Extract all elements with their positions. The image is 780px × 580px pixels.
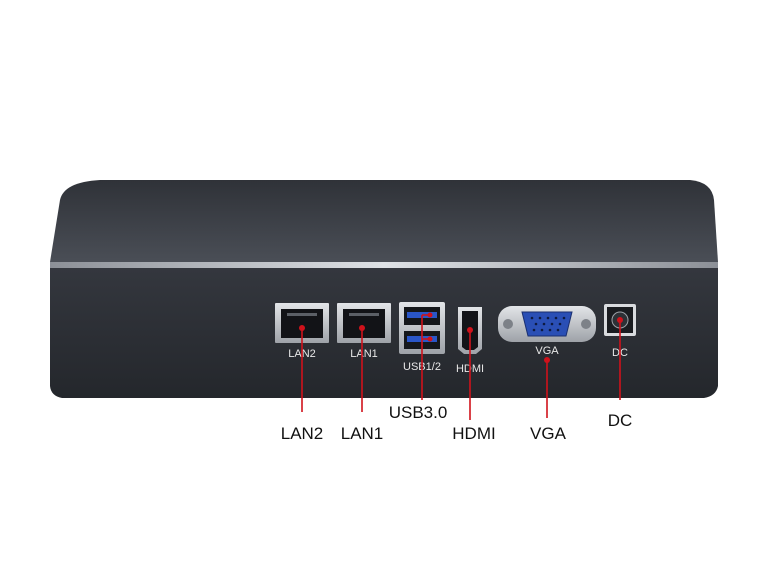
case-top [50, 180, 718, 262]
usb-callout: USB3.0 [389, 403, 448, 422]
lan1-leader [359, 325, 365, 412]
vga-port: VGA [498, 306, 596, 357]
lan2-leader [299, 325, 305, 412]
case-bezel [50, 262, 718, 268]
dc-callout: DC [608, 411, 633, 430]
hdmi-callout: HDMI [452, 424, 495, 443]
lan1-panel-label: LAN1 [350, 348, 378, 360]
vga-leader [544, 357, 550, 418]
lan1-port: LAN1 [337, 303, 391, 360]
hdmi-leader [467, 327, 473, 420]
vga-panel-label: VGA [535, 345, 559, 357]
usb-leader [421, 312, 433, 400]
lan2-callout: LAN2 [281, 424, 324, 443]
callout-labels: LAN2 LAN1 USB3.0 HDMI VGA DC [281, 403, 633, 443]
lan1-callout: LAN1 [341, 424, 384, 443]
dc-leader [617, 317, 623, 400]
vga-callout: VGA [530, 424, 567, 443]
leader-lines [299, 312, 623, 420]
ethernet-port-icon [337, 303, 391, 343]
vga-port-icon [498, 306, 596, 342]
hdmi-port: HDMI [456, 307, 484, 375]
